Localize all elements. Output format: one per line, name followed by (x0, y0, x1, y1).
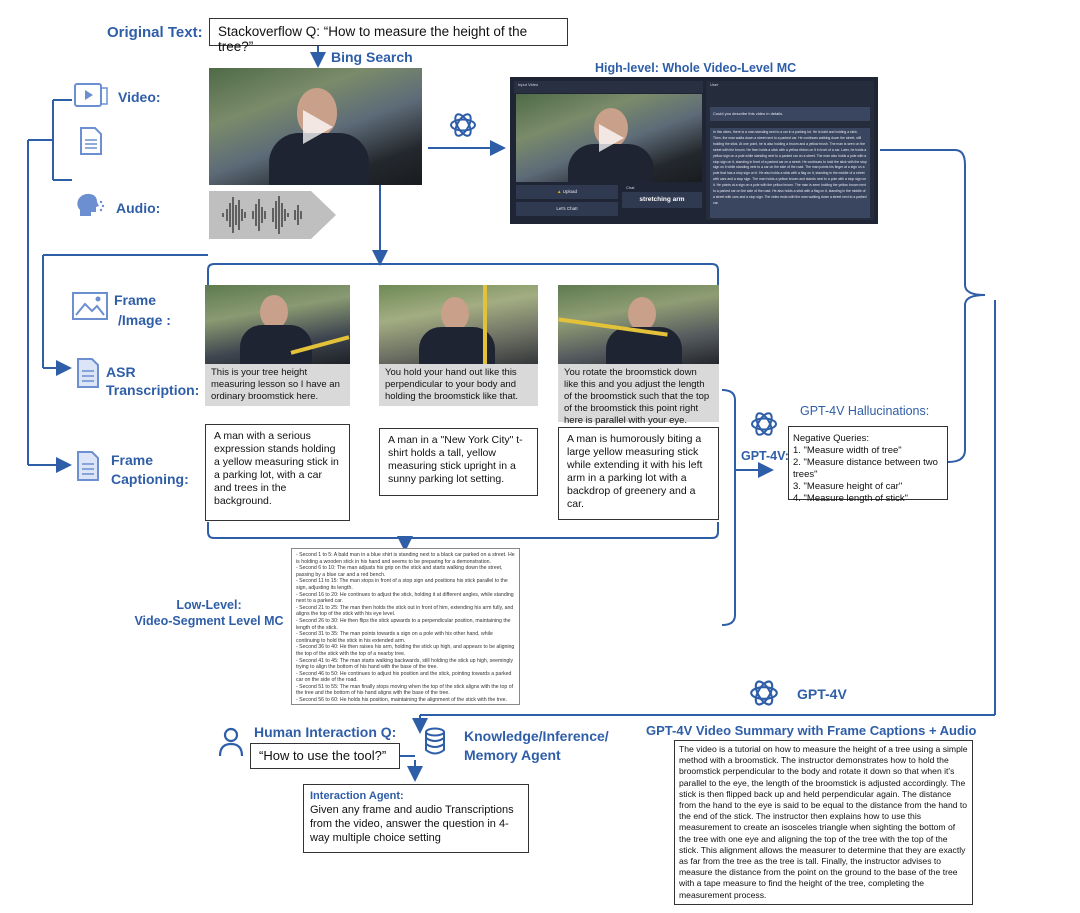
segment-captions-box: - Second 1 to 5: A bald man in a blue sh… (291, 548, 520, 705)
negative-query: 1. "Measure width of tree" (793, 445, 902, 456)
negative-query: 3. "Measure height of car" (793, 481, 903, 492)
document-icon (80, 127, 102, 155)
caption-3: A man is humorously biting a large yello… (558, 427, 719, 520)
tab-chat[interactable]: Chat (626, 185, 635, 190)
segment-line: - Second 41 to 45: The man starts walkin… (296, 657, 514, 671)
audio-label: Audio: (116, 200, 161, 216)
original-text: Stackoverflow Q: “How to measure the hei… (218, 24, 528, 54)
image-icon (72, 292, 108, 320)
segment-line: - Second 46 to 50: He continues to adjus… (296, 670, 512, 684)
asr-3: You rotate the broomstick down like this… (558, 364, 719, 426)
speaking-head-icon (77, 193, 105, 216)
chat-question: Could you describe this video in details… (710, 107, 870, 121)
frame-image-3 (558, 285, 719, 364)
gpt4v-big-label: GPT-4V (797, 686, 847, 702)
segment-line: - Second 36 to 40: He then raises his ar… (296, 644, 515, 657)
tab-input-video[interactable]: Input Video (518, 82, 539, 87)
segment-line: - Second 26 to 30: He then flips the sti… (296, 617, 511, 631)
video-thumbnail[interactable] (209, 68, 422, 185)
asr-label: ASR Transcription: (106, 364, 200, 398)
caption-2: A man in a "New York City" t-shirt holds… (379, 428, 538, 496)
low-level-label: Low-Level: Video-Segment Level MC (134, 598, 284, 628)
human-q-text: “How to use the tool?” (259, 748, 387, 763)
segment-line: - Second 16 to 20: He continues to adjus… (296, 591, 514, 605)
upload-button[interactable]: ▲ Upload (516, 185, 618, 199)
frame-image-2 (379, 285, 538, 364)
negative-query: 4. "Measure length of stick" (793, 493, 908, 504)
video-chat-app: Input Video ▲ Upload Let's Chat! Chat st… (510, 77, 878, 224)
app-video-thumbnail[interactable] (516, 94, 702, 182)
frame-image-label: Frame /Image : (114, 292, 171, 328)
segment-line: - Second 6 to 10: The man adjusts his gr… (296, 565, 503, 578)
openai-logo-icon (450, 113, 476, 137)
segment-line: - Second 1 to 5: A bald man in a blue sh… (296, 552, 515, 565)
knowledge-agent-label: Knowledge/Inference/ Memory Agent (464, 728, 609, 763)
lets-chat-button[interactable]: Let's Chat! (516, 202, 618, 216)
audio-waveform (209, 191, 336, 239)
play-icon[interactable] (299, 108, 335, 146)
human-q-box: “How to use the tool?” (250, 743, 400, 769)
original-text-box: Stackoverflow Q: “How to measure the hei… (209, 18, 568, 54)
tab-user[interactable]: User (710, 82, 719, 87)
video-icon (74, 83, 108, 107)
app-play-icon[interactable] (596, 122, 626, 154)
segment-line: - Second 31 to 35: The man points toward… (296, 631, 493, 644)
interaction-agent-body: Given any frame and audio Transcriptions… (310, 804, 514, 844)
caption-document-icon (77, 451, 99, 481)
caption-1: A man with a serious expression stands h… (205, 424, 350, 521)
human-q-title: Human Interaction Q: (254, 724, 397, 740)
high-level-title: High-level: Whole Video-Level MC (595, 61, 797, 75)
gpt4v-hallucinations-title: GPT-4V Hallucinations: (800, 404, 930, 418)
original-text-label: Original Text: (107, 24, 203, 41)
chat-answer: In this video, there is a man standing n… (710, 128, 870, 218)
gpt4v-label: GPT-4V: (741, 449, 789, 463)
segment-line: - Second 21 to 25: The man then holds th… (296, 604, 514, 618)
frame-image-1 (205, 285, 350, 364)
openai-logo-icon-2 (751, 412, 777, 436)
summary-box: The video is a tutorial on how to measur… (674, 740, 973, 905)
asr-1: This is your tree height measuring lesso… (205, 364, 350, 406)
openai-logo-icon-3 (750, 680, 778, 706)
segment-line: - Second 56 to 60: He holds his position… (296, 697, 508, 704)
interaction-agent-box: Interaction Agent: Given any frame and a… (303, 784, 529, 853)
negative-query: 2. "Measure distance between two trees" (793, 457, 938, 480)
summary-title: GPT-4V Video Summary with Frame Captions… (646, 723, 977, 738)
database-icon (425, 727, 445, 755)
video-label: Video: (118, 89, 161, 105)
frame-captioning-label: Frame Captioning: (111, 452, 189, 487)
negative-queries-box: Negative Queries: 1. "Measure width of t… (788, 426, 948, 504)
upload-icon: ▲ (557, 189, 562, 194)
negative-queries-title: Negative Queries: (793, 433, 870, 444)
asr-2: You hold your hand out like this perpend… (379, 364, 538, 406)
segment-line: - Second 51 to 55: The man finally stops… (296, 683, 514, 697)
asr-document-icon (77, 358, 99, 388)
app-chip[interactable]: stretching arm (622, 192, 702, 208)
user-icon (218, 727, 244, 757)
bing-search-label: Bing Search (331, 49, 413, 65)
interaction-agent-title: Interaction Agent: (310, 790, 404, 802)
segment-line: - Second 11 to 15: The man stops in fron… (296, 578, 508, 591)
